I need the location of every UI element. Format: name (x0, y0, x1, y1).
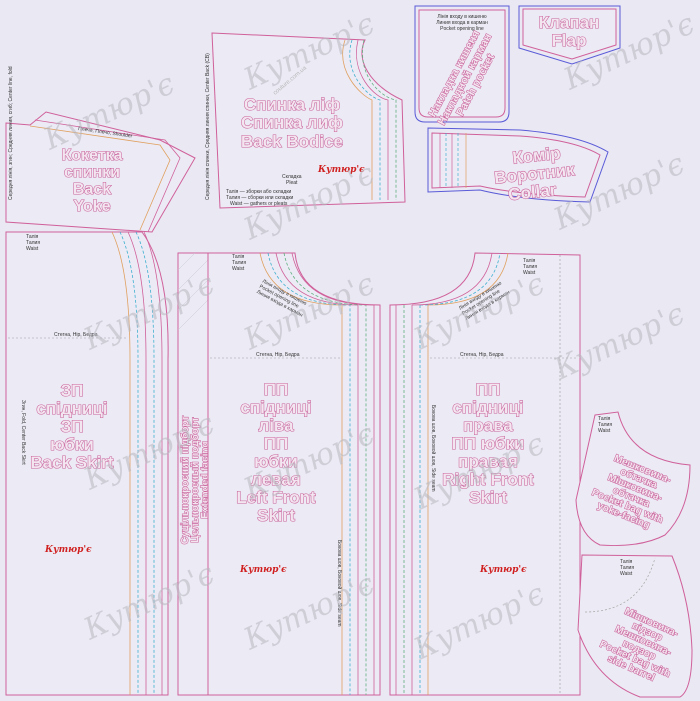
piece-patch-pocket: Лінія входу в кишеню Линия входа в карма… (414, 5, 510, 128)
left-waist-1: Талія (232, 254, 245, 260)
left-title-6: левая (251, 470, 301, 489)
facing-waist-1: Талія (598, 416, 611, 422)
back-skirt-waist-2: Талия (26, 240, 40, 246)
yoke-title-1: Кокетка (62, 147, 123, 164)
waist-note-2: Талия — сборки или складки (226, 195, 294, 201)
waist-note-1: Талія — зборки або складки (226, 189, 292, 195)
left-title-3: ліва (258, 416, 294, 435)
barrel-waist-1: Талія (620, 559, 633, 565)
right-title-3: права (463, 416, 513, 435)
right-side-seam: Бокова шов, Боковой шов, Side seam (430, 405, 437, 492)
yoke-title-3: Back (73, 181, 111, 198)
pocket-note-1: Лінія входу в кишеню (437, 14, 487, 20)
right-title-6: Right Front (442, 470, 534, 489)
right-title-4: ПП юбки (452, 434, 525, 453)
waist-note-3: Waist — gathers or pleats (230, 201, 288, 207)
facing-waist-3: Waist (598, 428, 611, 434)
left-title-5: юбки (254, 452, 298, 471)
back-skirt-waist-1: Талія (26, 234, 39, 240)
right-title-5: правая (458, 452, 518, 471)
right-waist-2: Талия (523, 264, 537, 270)
piece-right-front-skirt: Талія Талия Waist Лінія входу в кишеню P… (389, 252, 581, 696)
piece-pocket-bag-barrel: Талія Талия Waist Мішковина- підзор Мешк… (577, 554, 693, 698)
facing-waist-2: Талия (598, 422, 612, 428)
left-title-1: ПП (264, 380, 288, 399)
back-skirt-title-2: спідниці (36, 399, 107, 418)
piece-back-skirt: Талія Талия Waist Стегна, Hip, Бедра Зги… (5, 231, 169, 696)
piece-back-yoke: Плече, Плечо, Shoulder Середня лінія, зг… (5, 66, 196, 233)
back-bodice-title-1: Спинка ліф (244, 95, 340, 114)
right-waist-1: Талія (523, 258, 536, 264)
right-hip: Стегна, Hip, Бедра (460, 352, 504, 358)
pocket-note-3: Pocket opening line (440, 26, 484, 32)
back-skirt-title-1: ЗП (61, 381, 84, 400)
left-title-4: ПП (264, 434, 288, 453)
yoke-title-4: Yoke (73, 198, 110, 215)
facing-title-1: Суцільнокроєний підборт (179, 416, 191, 545)
back-bodice-title-2: Спинка лиф (241, 113, 343, 132)
logo: Кутюр'є (44, 545, 92, 555)
barrel-waist-2: Талия (620, 565, 634, 571)
back-bodice-title-3: Back Bodice (241, 132, 343, 151)
back-skirt-waist-3: Waist (26, 246, 39, 252)
logo: Кутюр'є (317, 165, 365, 175)
right-title-7: Skirt (469, 488, 507, 507)
piece-pocket-bag-facing: Талія Талия Waist Мешковина- обтачка Міш… (575, 411, 691, 547)
back-skirt-title-3: ЗП (61, 417, 84, 436)
back-skirt-hip: Стегна, Hip, Бедра (54, 332, 98, 338)
pocket-note-2: Линия входа в карман (436, 20, 488, 26)
left-title-8: Skirt (257, 506, 295, 525)
piece-left-front-skirt: Талія Талия Waist Лінія входу в кишеню P… (207, 252, 381, 696)
logo: Кутюр'є (479, 565, 527, 575)
pleat-label: Складка (282, 174, 302, 180)
right-title-2: спідниці (452, 398, 523, 417)
back-skirt-title-4: юбки (50, 435, 94, 454)
barrel-waist-3: Waist (620, 571, 633, 577)
yoke-title-2: спинки (64, 164, 120, 181)
pleat-label-en: Pleat (286, 180, 298, 186)
back-skirt-fold: Згин, Fold, Center Back Skirt (20, 400, 26, 465)
back-skirt-title-5: Back Skirt (30, 453, 113, 472)
flap-title-1: Клапан (539, 13, 600, 32)
left-title-2: спідниці (240, 398, 311, 417)
piece-back-bodice: Середня лінія спинки, Средняя линия спин… (205, 32, 406, 209)
logo: Кутюр'є (239, 565, 287, 575)
right-title-1: ПП (476, 380, 500, 399)
flap-title-2: Flap (552, 31, 587, 50)
left-waist-3: Waist (232, 266, 245, 272)
left-hip: Стегна, Hip, Бедра (256, 352, 300, 358)
piece-collar: Комір Воротник Collar (427, 127, 609, 205)
left-title-7: Left Front (236, 488, 316, 507)
yoke-fold-label: Середня лінія, згин; Средняя линия, сгиб… (8, 66, 14, 200)
back-bodice-center-label: Середня лінія спинки, Средняя линия спин… (205, 53, 211, 200)
piece-flap: Клапан Flap (518, 5, 621, 65)
right-waist-3: Waist (523, 270, 536, 276)
left-side-seam: Бокова шов, Боковой шов, Side seam (336, 540, 343, 627)
piece-extended-facing: Суцільнокроєний підборт Цельнокроеный по… (177, 252, 212, 696)
left-waist-2: Талия (232, 260, 246, 266)
facing-title-2: Цельнокроеный подборт (189, 417, 201, 543)
collar-title-3: Collar (507, 180, 557, 204)
